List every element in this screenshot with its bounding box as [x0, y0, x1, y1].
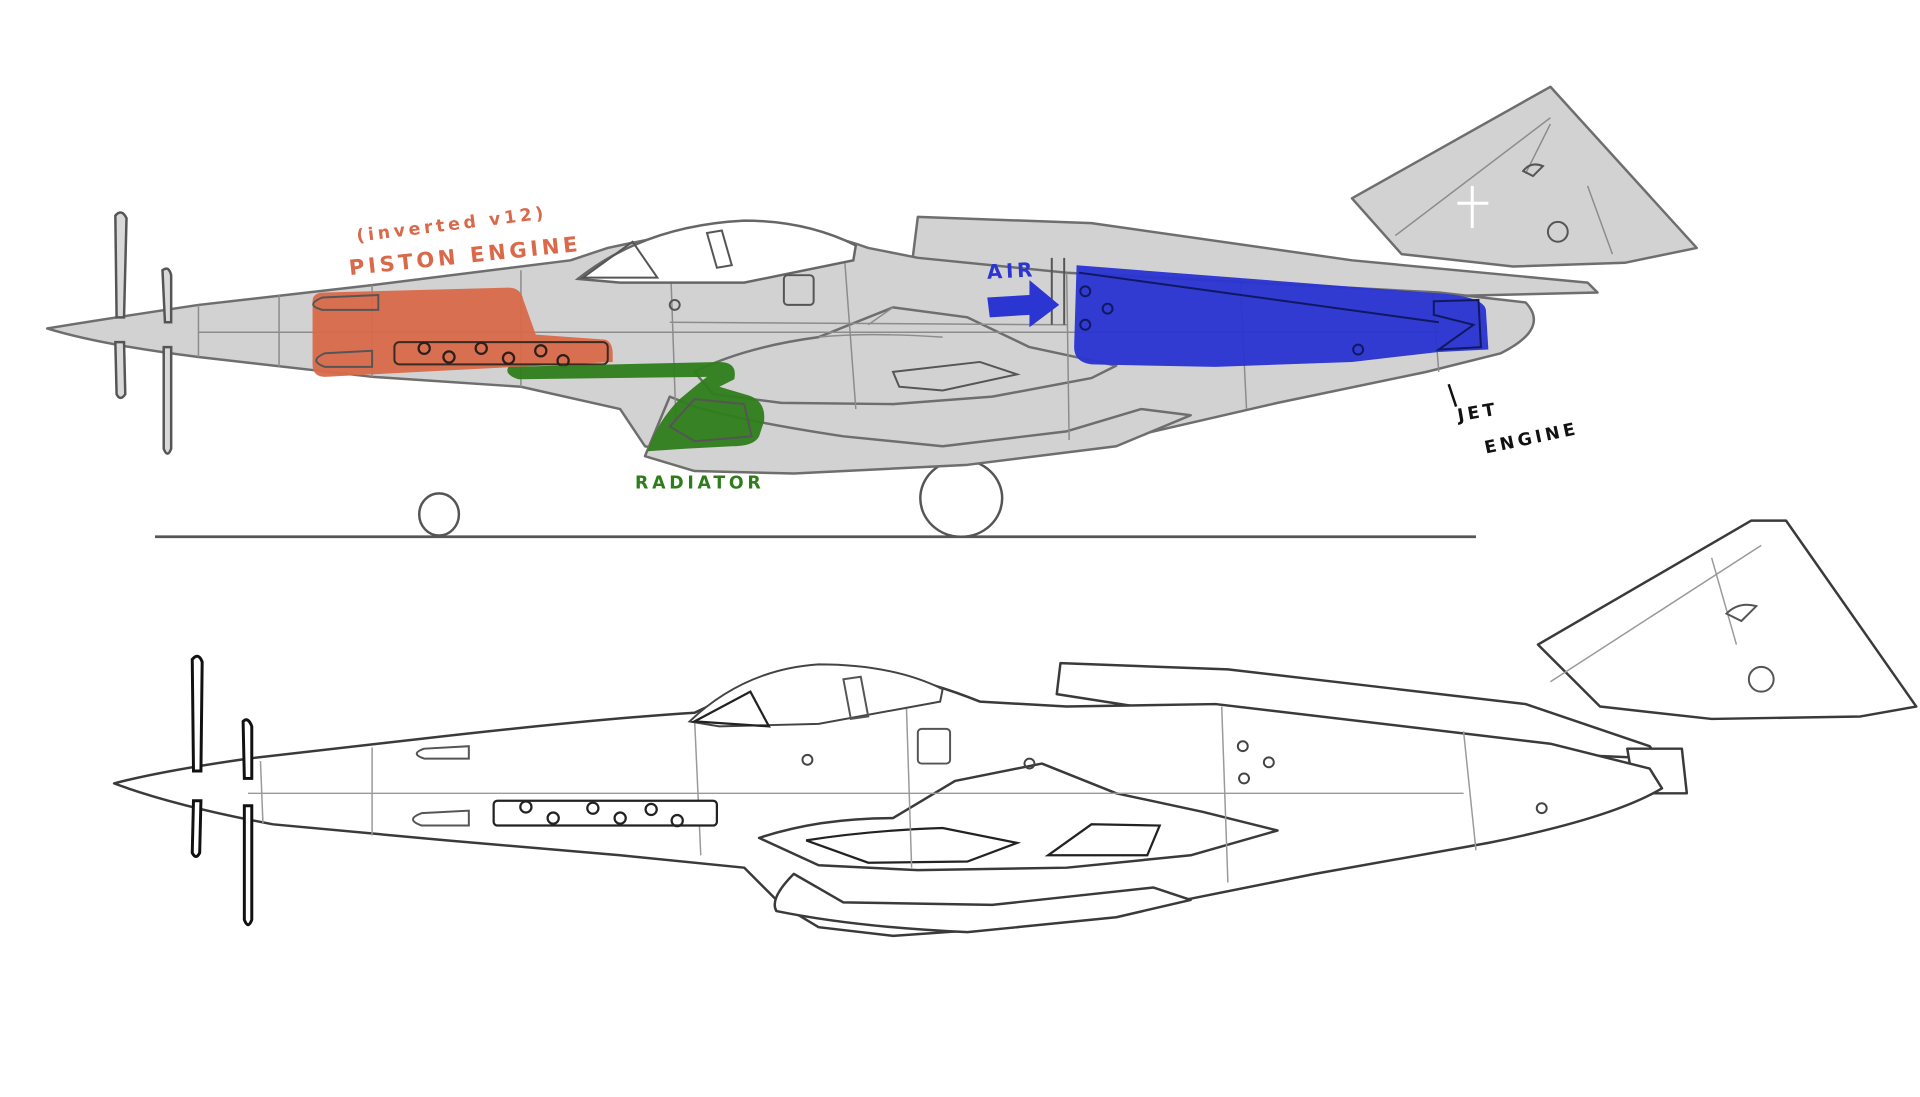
- tail-fin: [1350, 85, 1698, 268]
- annotated-aircraft-view: [45, 85, 1698, 539]
- canopy-lineart: [687, 663, 944, 728]
- tail-cross-insignia-icon: [1457, 185, 1489, 229]
- canopy: [574, 219, 858, 284]
- propeller-top: [114, 211, 173, 455]
- jet-engine-label-line1: JET: [1455, 400, 1500, 427]
- jet-engine-label-line2: ENGINE: [1483, 419, 1581, 458]
- radiator-highlight: [507, 361, 765, 452]
- jet-engine-leader-line: [1447, 383, 1458, 407]
- wing: [693, 306, 1118, 406]
- lineart-aircraft-view: [112, 519, 1918, 938]
- jet-engine-highlight: [1074, 265, 1489, 367]
- air-label: AIR: [986, 258, 1036, 284]
- exhaust-stack: [393, 341, 609, 366]
- wing-lineart: [757, 762, 1279, 872]
- air-arrow-icon: [987, 280, 1060, 328]
- radiator-label: RADIATOR: [635, 473, 764, 493]
- propeller-lineart: [190, 654, 254, 927]
- tail-fin-lineart: [1536, 519, 1918, 721]
- exhaust-stack-lineart: [492, 799, 719, 827]
- belly-scoop-lineart: [773, 872, 1192, 934]
- tail-wheel: [417, 492, 461, 537]
- main-wheel: [919, 458, 1004, 538]
